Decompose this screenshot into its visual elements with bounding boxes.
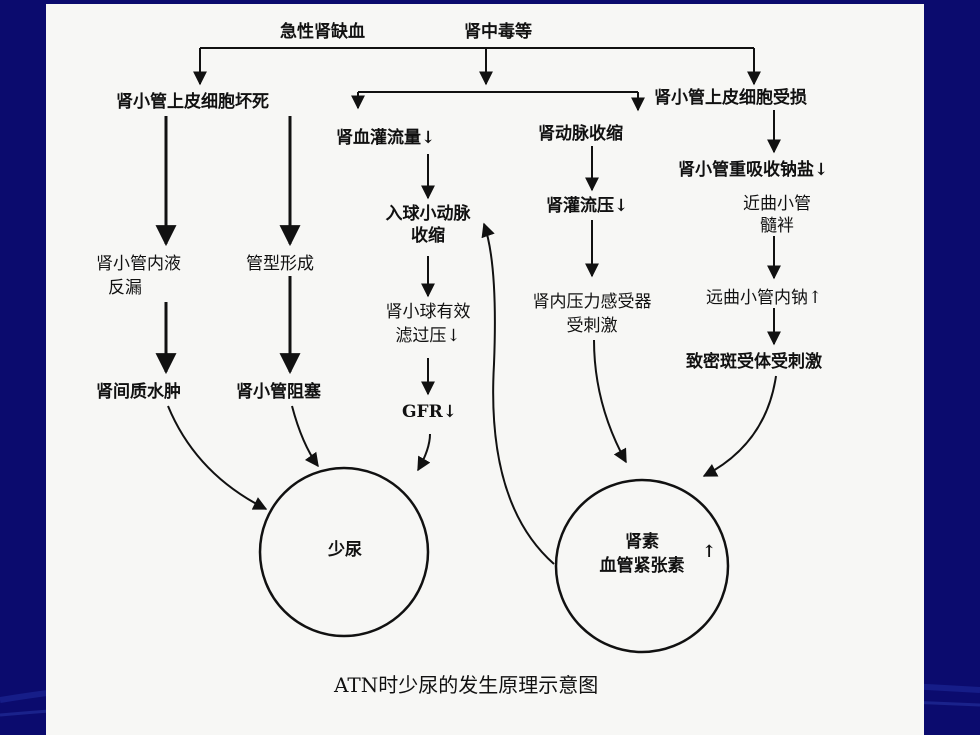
node-backleak-line2: 反漏: [108, 278, 142, 298]
node-afferent-constriction-line2: 收缩: [411, 226, 445, 246]
node-renin-line1: 肾素: [625, 532, 659, 552]
node-renin-up-arrow: ↑: [702, 542, 717, 562]
node-sodium-reabsorption-down: 肾小管重吸收钠盐↓: [678, 160, 829, 180]
node-proximal-loop-line2: 髓袢: [760, 216, 794, 236]
node-interstitial-edema: 肾间质水肿: [96, 382, 181, 402]
node-tubular-obstruction: 肾小管阻塞: [236, 382, 321, 402]
node-gfp-pressure-line2: 滤过压↓: [395, 326, 461, 346]
node-proximal-loop-line1: 近曲小管: [743, 194, 811, 214]
node-gfp-pressure-line1: 肾小球有效: [385, 302, 471, 322]
figure-caption: ATN时少尿的发生原理示意图: [334, 673, 599, 697]
node-distal-sodium-up: 远曲小管内钠↑: [706, 288, 823, 308]
node-afferent-constriction-line1: 入球小动脉: [385, 204, 471, 224]
node-renal-perfusion-down: 肾血灌流量↓: [336, 128, 436, 148]
diagram-arrows: [155, 47, 781, 654]
node-baroreceptor-line2: 受刺激: [566, 316, 618, 336]
node-oliguria: 少尿: [328, 540, 362, 560]
node-gfr-down: GFR↓: [402, 402, 457, 422]
node-backleak-line1: 肾小管内液: [96, 254, 181, 274]
node-cast-formation: 管型形成: [246, 254, 314, 274]
slide-canvas: 急性肾缺血 肾中毒等 肾小管上皮细胞坏死 肾小管上皮细胞受损 肾血灌流量↓ 肾动…: [46, 4, 924, 735]
cause-nephrotoxin: 肾中毒等: [464, 22, 532, 42]
node-baroreceptor-line1: 肾内压力感受器: [532, 292, 652, 312]
node-renal-artery-constriction: 肾动脉收缩: [538, 124, 623, 144]
node-perfusion-pressure-down: 肾灌流压↓: [546, 196, 629, 216]
node-renin-line2: 血管紧张素: [599, 556, 685, 576]
node-tubular-injury: 肾小管上皮细胞受损: [654, 88, 807, 108]
node-tubular-necrosis: 肾小管上皮细胞坏死: [116, 92, 269, 112]
cause-acute-ischemia: 急性肾缺血: [280, 22, 365, 42]
node-macula-densa: 致密斑受体受刺激: [686, 352, 822, 372]
